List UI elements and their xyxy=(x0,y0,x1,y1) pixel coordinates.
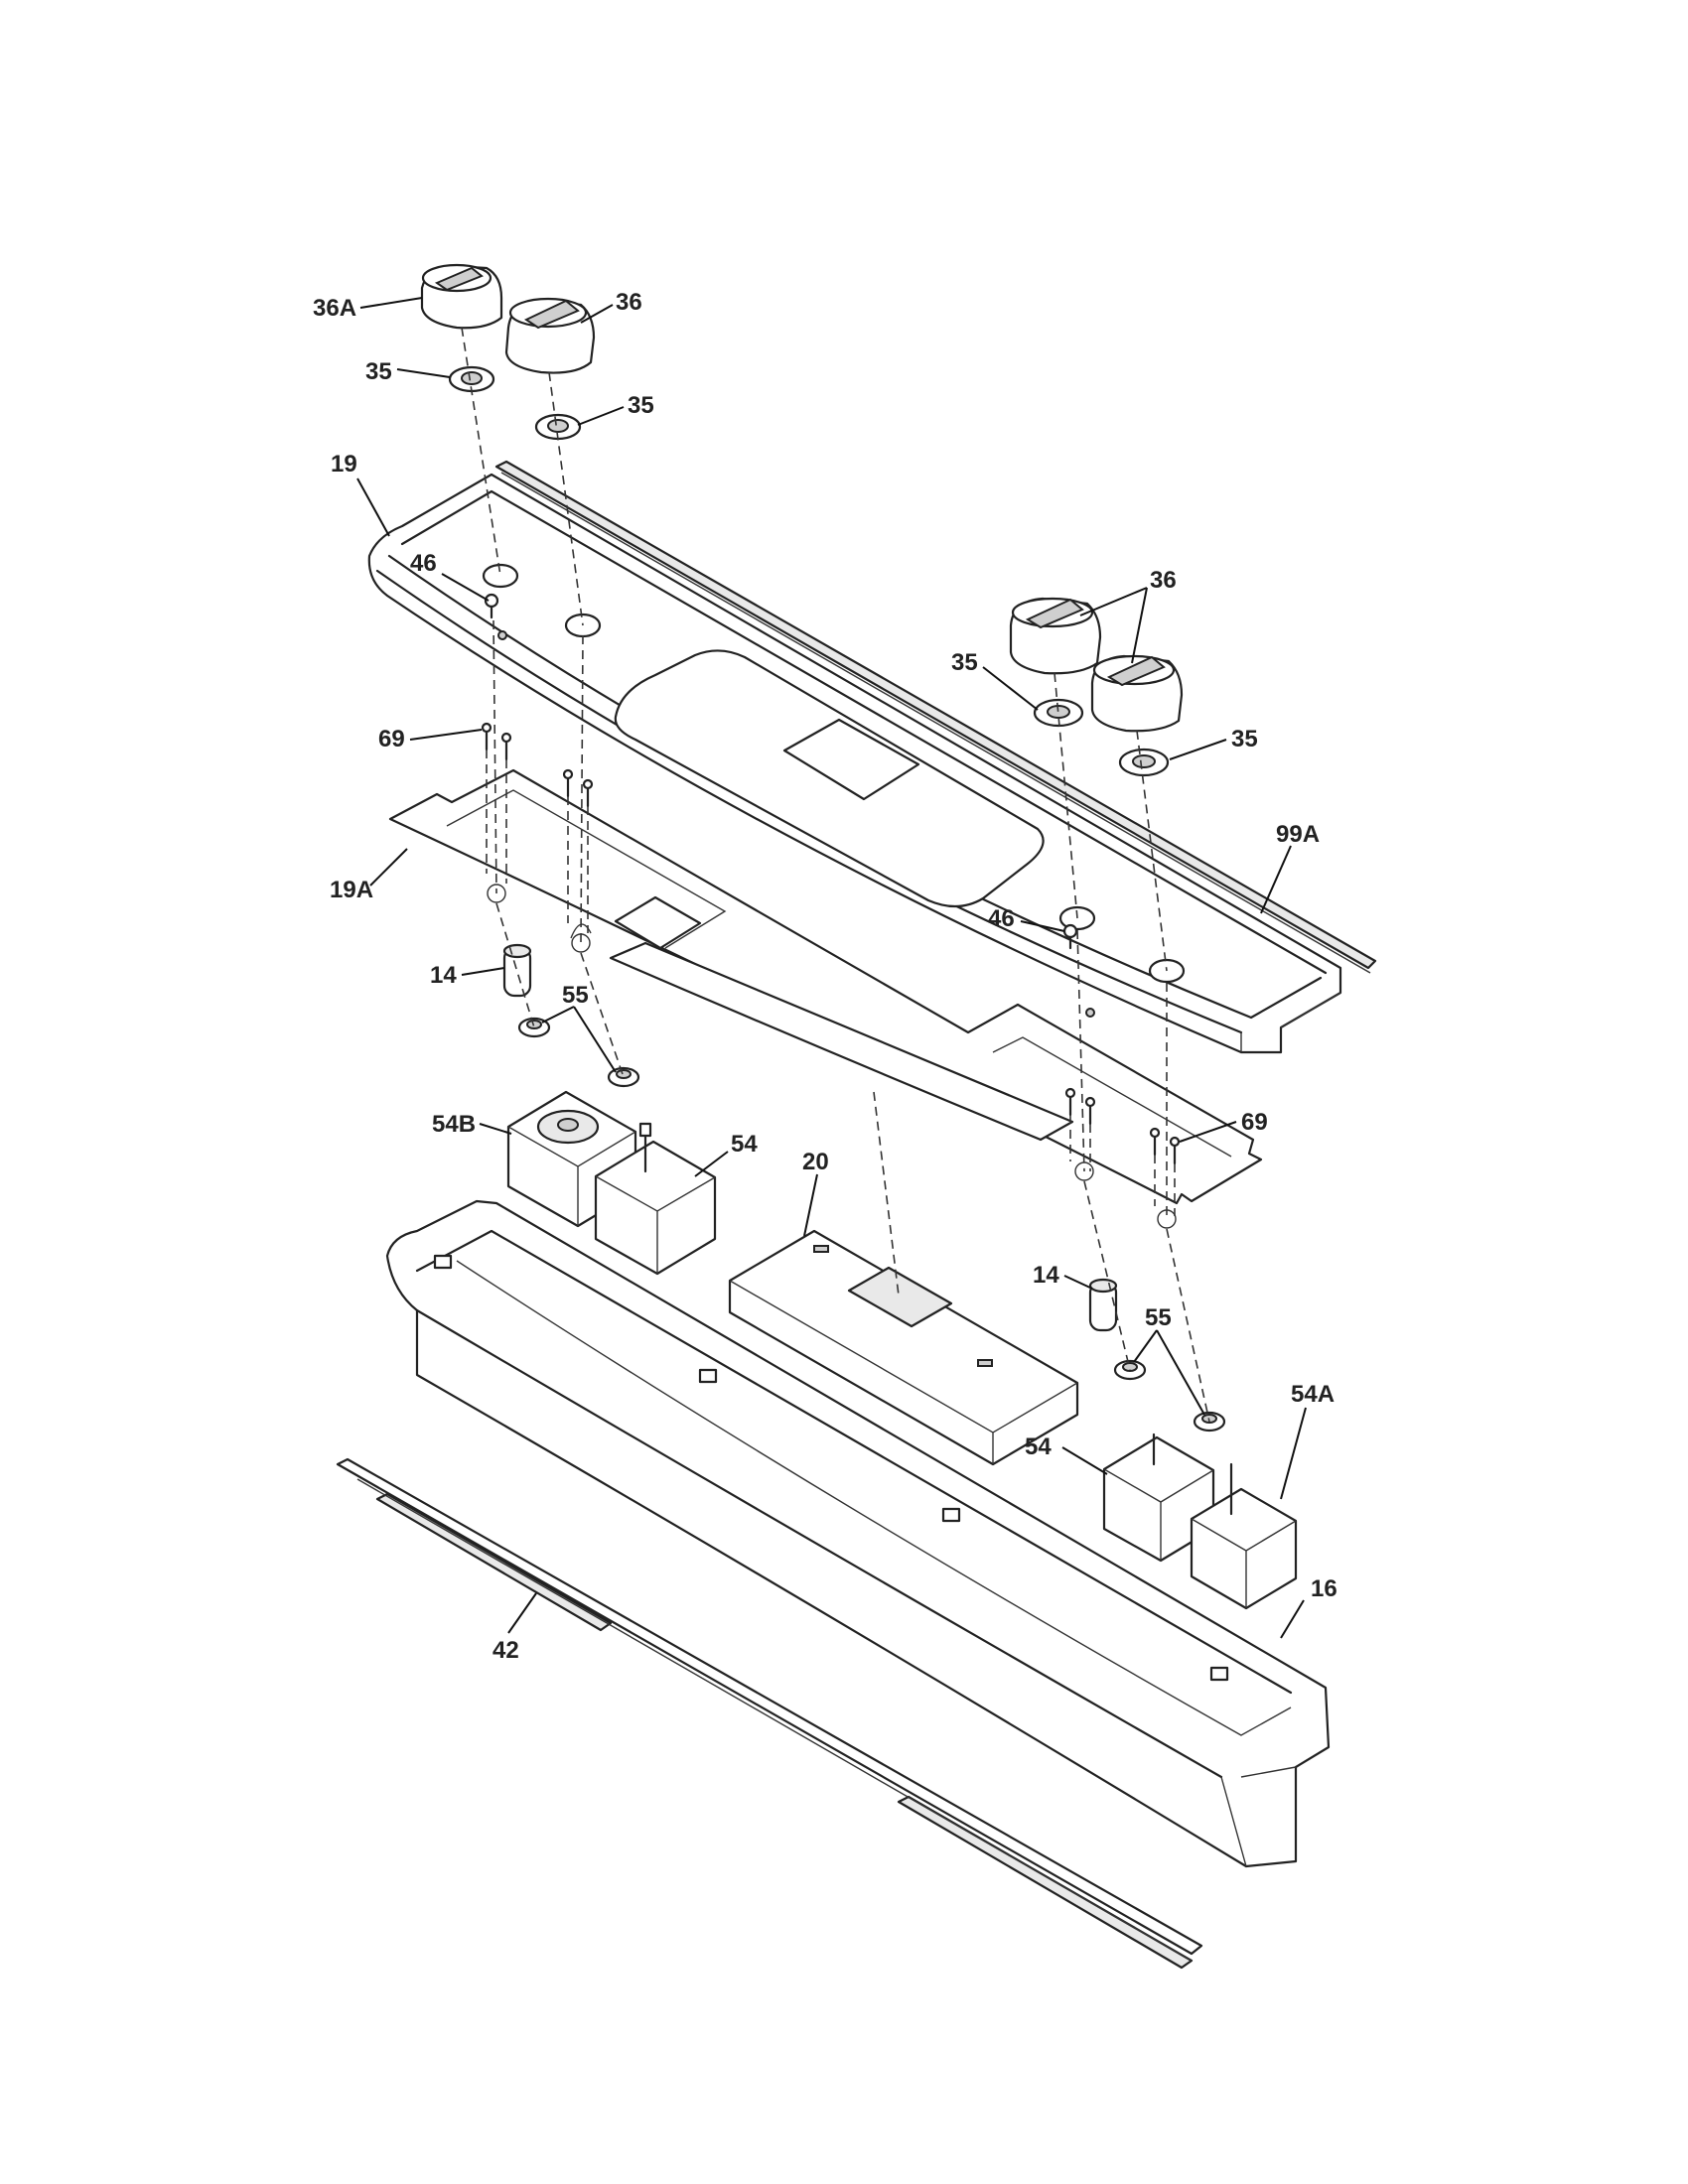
callout-16: 16 xyxy=(1311,1575,1337,1602)
callout-46-right: 46 xyxy=(988,905,1015,932)
callout-99A: 99A xyxy=(1276,821,1320,848)
callout-35-right-left: 35 xyxy=(951,649,978,676)
mounting-bracket-19A[interactable] xyxy=(388,768,1263,1229)
knob-36-right-lower[interactable] xyxy=(1090,654,1184,733)
knob-36-right-upper[interactable] xyxy=(1009,597,1102,675)
callout-36A: 36A xyxy=(313,295,356,322)
callout-54-right: 54 xyxy=(1025,1433,1052,1460)
callout-55-right: 55 xyxy=(1145,1304,1172,1331)
callout-35-right-right: 35 xyxy=(1231,726,1258,752)
callout-69-left: 69 xyxy=(378,726,405,752)
callout-20: 20 xyxy=(802,1149,829,1175)
ring-35-top-left[interactable] xyxy=(448,365,495,393)
callout-46-left: 46 xyxy=(410,550,437,577)
spacer-55-left-a[interactable] xyxy=(517,1017,551,1038)
callout-36-right: 36 xyxy=(1150,567,1177,594)
callout-54B: 54B xyxy=(432,1111,476,1138)
screw-46-left[interactable] xyxy=(484,593,499,619)
callout-55-left: 55 xyxy=(562,982,589,1009)
screws-69-left[interactable] xyxy=(481,722,594,808)
knob-36A[interactable] xyxy=(420,263,503,330)
leader-lines xyxy=(356,297,1307,1639)
screws-69-right[interactable] xyxy=(1064,1087,1181,1165)
lamp-14-right[interactable] xyxy=(1088,1278,1118,1332)
control-panel-19[interactable] xyxy=(367,473,1342,1054)
callout-69-right: 69 xyxy=(1241,1109,1268,1136)
screw-46-right[interactable] xyxy=(1062,923,1078,950)
switch-54A[interactable] xyxy=(1190,1462,1298,1610)
switch-54-right[interactable] xyxy=(1102,1433,1215,1563)
knob-36-top[interactable] xyxy=(504,297,596,374)
callout-35-top-left: 35 xyxy=(365,358,392,385)
switch-54-left[interactable] xyxy=(594,1122,717,1276)
assembly-guide-lines xyxy=(461,327,1210,1423)
lower-strip-42[interactable] xyxy=(336,1457,1203,1970)
ring-35-right-left[interactable] xyxy=(1033,698,1084,728)
callout-labels: 36A 36 35 35 19 46 36 35 35 69 99A 19A 4… xyxy=(313,289,1337,1664)
callout-54-left: 54 xyxy=(731,1131,758,1158)
callout-19: 19 xyxy=(331,451,357,478)
callout-42: 42 xyxy=(492,1637,519,1664)
callout-19A: 19A xyxy=(330,877,373,903)
trim-strip-99A[interactable] xyxy=(494,460,1377,974)
spacer-55-left-b[interactable] xyxy=(607,1066,640,1088)
callout-14-left: 14 xyxy=(430,962,457,989)
lamp-14-left[interactable] xyxy=(502,943,532,998)
callout-36-top: 36 xyxy=(616,289,642,316)
callout-14-right: 14 xyxy=(1033,1262,1059,1289)
ring-35-right-right[interactable] xyxy=(1118,748,1170,777)
callout-35-top-right: 35 xyxy=(628,392,654,419)
console-frame-16[interactable] xyxy=(385,1199,1331,1868)
callout-54A: 54A xyxy=(1291,1381,1335,1408)
control-board-20[interactable] xyxy=(728,1229,1079,1466)
